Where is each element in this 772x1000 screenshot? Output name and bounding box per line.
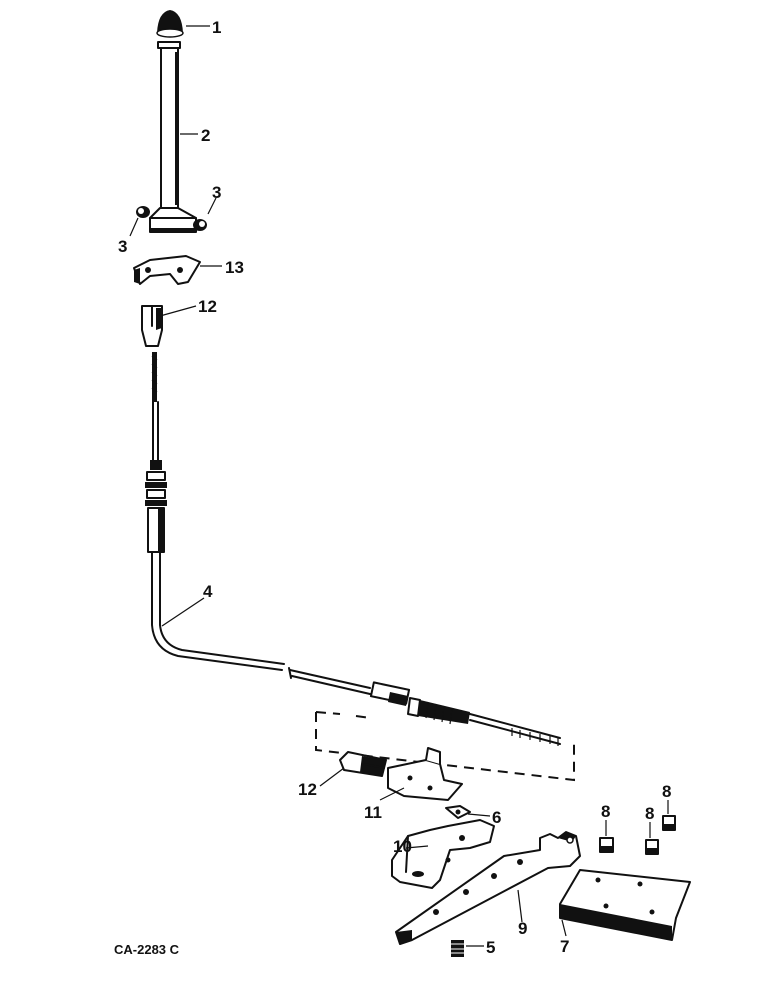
part-spacer-6 xyxy=(445,805,471,819)
part-bushing-right xyxy=(193,219,207,231)
callout-3-right: 3 xyxy=(212,183,221,202)
callout-10: 10 xyxy=(393,837,412,856)
part-screw-5 xyxy=(451,940,464,957)
part-bracket-9 xyxy=(395,831,581,945)
callout-3-left: 3 xyxy=(118,237,127,256)
part-plate-11 xyxy=(387,747,463,801)
callout-8-middle: 8 xyxy=(645,804,654,823)
part-bracket-10 xyxy=(391,819,495,889)
callout-12-lower: 12 xyxy=(298,780,317,799)
callout-12-upper: 12 xyxy=(198,297,217,316)
callout-8-right: 8 xyxy=(662,782,671,801)
callout-1: 1 xyxy=(212,18,221,37)
callout-9: 9 xyxy=(518,919,527,938)
figure-caption: CA-2283 C xyxy=(114,942,180,957)
part-clevis-upper xyxy=(141,305,163,347)
part-knob xyxy=(156,10,184,38)
part-clevis-lower xyxy=(339,751,387,777)
callout-7: 7 xyxy=(560,937,569,956)
part-plate-7 xyxy=(559,869,691,941)
dashed-group-box xyxy=(315,711,575,782)
part-spacer-8b xyxy=(645,839,659,855)
part-bracket-13 xyxy=(133,255,201,285)
callout-13: 13 xyxy=(225,258,244,277)
callout-11: 11 xyxy=(364,803,382,822)
callout-8-left: 8 xyxy=(601,802,610,821)
part-bushing-left xyxy=(136,206,150,218)
part-spacer-8c xyxy=(662,815,676,831)
callout-5: 5 xyxy=(486,938,495,957)
leader-lines xyxy=(129,25,669,947)
callout-2: 2 xyxy=(201,126,210,145)
part-lever xyxy=(149,41,197,233)
callout-4: 4 xyxy=(203,582,213,601)
part-spacer-8a xyxy=(599,837,614,853)
part-cable xyxy=(145,352,561,746)
callout-6: 6 xyxy=(492,808,501,827)
